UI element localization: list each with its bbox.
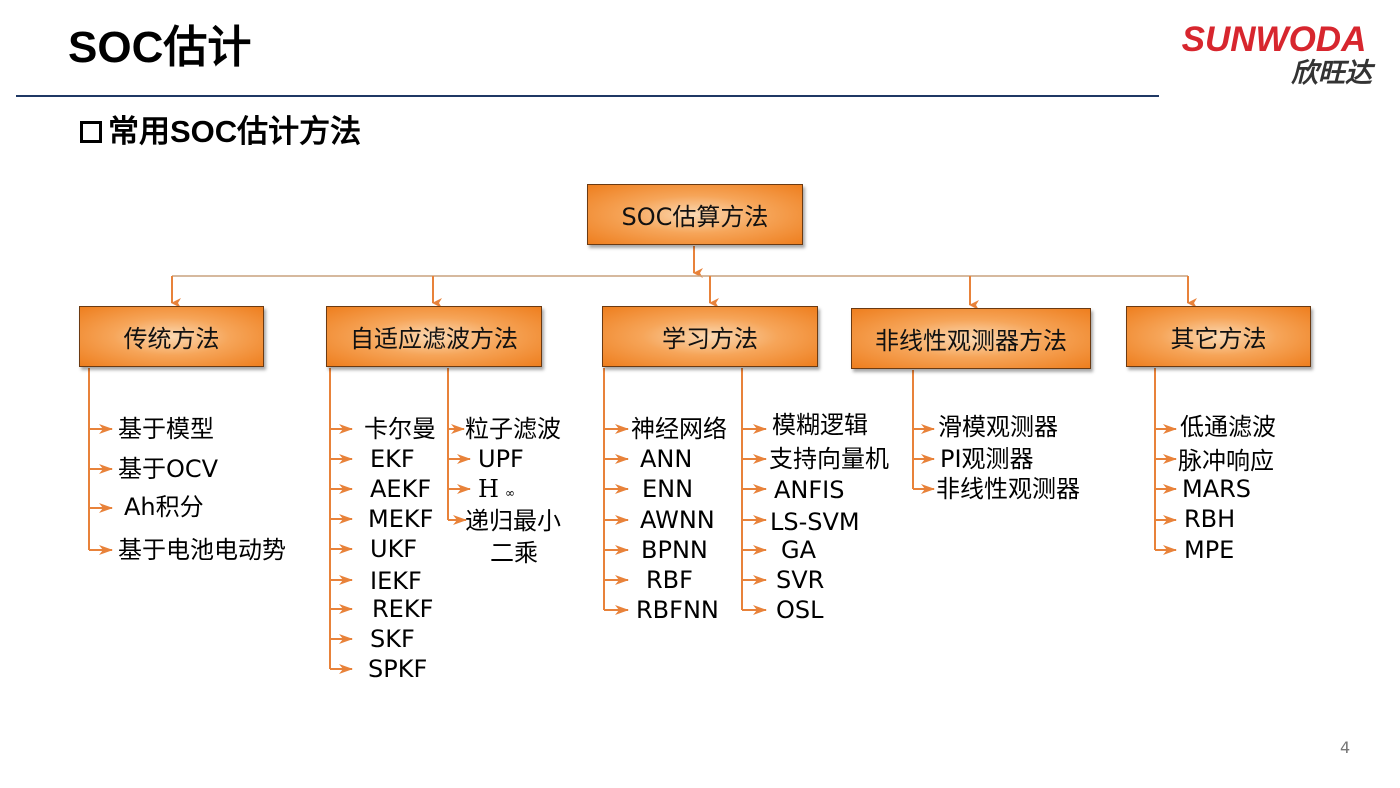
- list-item: 递归最小: [465, 507, 561, 535]
- list-item: MEKF: [368, 505, 434, 533]
- list-item: H: [478, 475, 499, 503]
- list-item: 神经网络: [631, 415, 727, 443]
- list-item: ANN: [640, 445, 693, 473]
- list-item: EKF: [370, 445, 415, 473]
- list-item: 基于OCV: [118, 455, 219, 483]
- category-other: 其它方法: [1126, 306, 1311, 367]
- list-item: 支持向量机: [769, 445, 889, 473]
- list-item: 卡尔曼: [364, 415, 436, 443]
- title-divider: [16, 95, 1159, 97]
- list-item: UKF: [370, 535, 418, 563]
- category-traditional: 传统方法: [79, 306, 264, 367]
- list-item: ∞: [505, 486, 515, 500]
- list-item: Ah积分: [124, 493, 204, 521]
- list-item: PI观测器: [940, 445, 1034, 473]
- section-heading-text: 常用SOC估计方法: [108, 114, 362, 149]
- list-item: GA: [781, 536, 817, 564]
- page-number: 4: [1340, 738, 1351, 757]
- list-item: AEKF: [370, 475, 432, 503]
- list-item: 基于电池电动势: [118, 536, 286, 564]
- list-item: ENN: [642, 475, 694, 503]
- list-item: 滑模观测器: [938, 413, 1058, 441]
- root-node: SOC估算方法: [587, 184, 803, 245]
- list-item: SPKF: [368, 655, 428, 683]
- list-item: ANFIS: [774, 476, 845, 504]
- list-item: 二乘: [490, 539, 538, 567]
- list-item: 基于模型: [118, 415, 214, 443]
- list-item: OSL: [776, 596, 824, 624]
- list-item: RBH: [1184, 505, 1236, 533]
- list-item: MARS: [1182, 475, 1252, 503]
- list-item: 粒子滤波: [465, 415, 561, 443]
- sunwoda-logo: SUNWODA 欣旺达: [1168, 20, 1380, 96]
- category-nonlinear-observer: 非线性观测器方法: [851, 308, 1091, 369]
- logo-wordmark: SUNWODA: [1181, 20, 1367, 59]
- list-item: IEKF: [370, 567, 422, 595]
- list-item: REKF: [372, 595, 434, 623]
- list-item: AWNN: [640, 506, 715, 534]
- list-item: LS-SVM: [770, 508, 860, 536]
- list-item: MPE: [1184, 536, 1235, 564]
- list-item: 低通滤波: [1180, 413, 1276, 441]
- list-item: SVR: [776, 566, 825, 594]
- logo-chinese-name: 欣旺达: [1291, 58, 1372, 89]
- list-item: 模糊逻辑: [772, 411, 868, 439]
- list-item: BPNN: [641, 536, 708, 564]
- list-item: UPF: [478, 445, 524, 473]
- list-item: RBF: [646, 566, 693, 594]
- page-title: SOC估计: [68, 23, 252, 72]
- list-item: 脉冲响应: [1178, 447, 1274, 475]
- list-item: SKF: [370, 625, 415, 653]
- section-heading: 常用SOC估计方法: [80, 112, 361, 152]
- checkbox-bullet-icon: [80, 121, 102, 143]
- category-learning: 学习方法: [602, 306, 818, 367]
- category-adaptive-filter: 自适应滤波方法: [326, 306, 542, 367]
- list-item: RBFNN: [636, 596, 719, 624]
- list-item: 非线性观测器: [936, 475, 1080, 503]
